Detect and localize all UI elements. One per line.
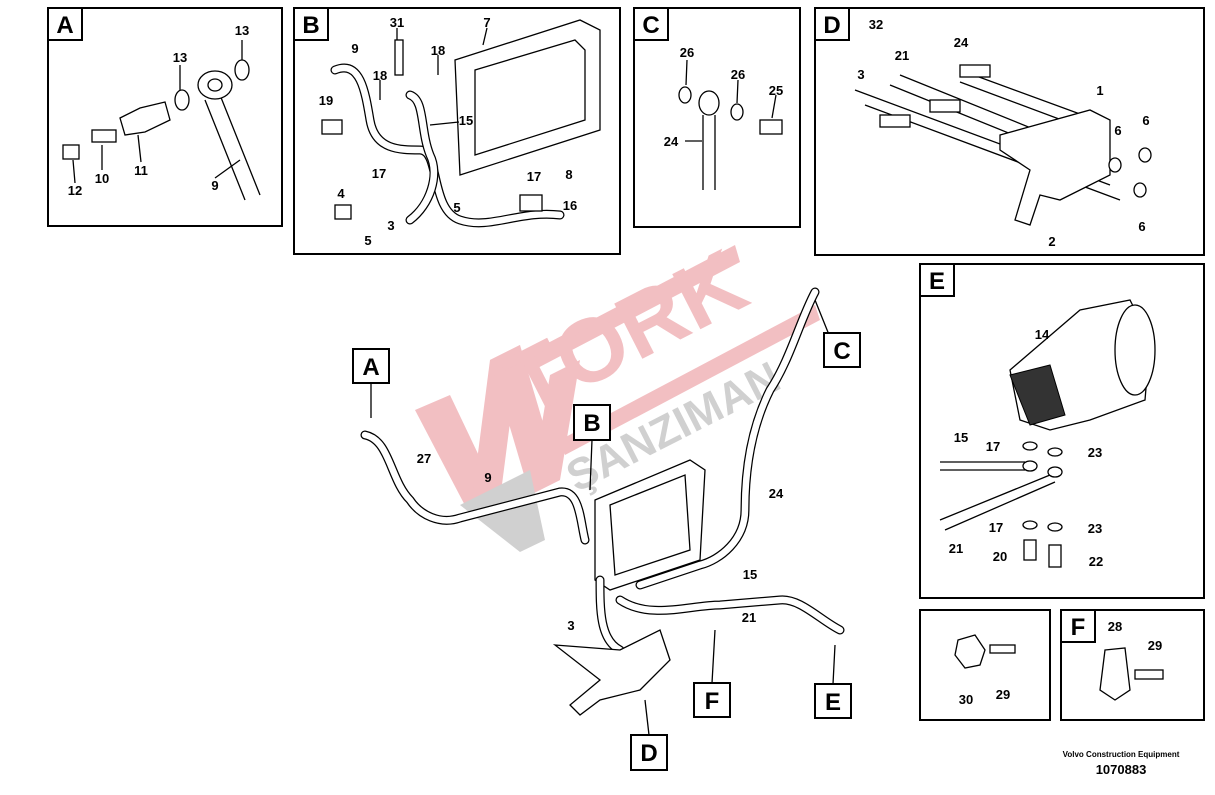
callout-number: 14 [1035,327,1050,342]
callout-number: 13 [173,50,187,65]
panel-label-e: E [929,268,945,295]
callout-number: 12 [68,183,82,198]
callout-number: 6 [1142,113,1149,128]
callout-number: 22 [1089,554,1103,569]
callout-number: 15 [459,113,473,128]
main-assembly: A B C D E F 27 9 24 15 3 21 [352,287,861,771]
detail-panel-d: D 32 24 21 3 1 6 6 6 2 [814,7,1205,256]
view-label-e: E [825,689,841,716]
callout-number: 26 [731,67,745,82]
callout-number: 17 [372,166,386,181]
drawing-id: 1070883 [1095,762,1147,777]
callout-number: 32 [869,17,883,32]
callout-number: 3 [387,218,394,233]
callout-number: 26 [680,45,694,60]
view-label-f: F [705,688,720,715]
callout-number: 1 [1096,83,1103,98]
callout-number: 29 [1148,638,1162,653]
callout-number: 24 [664,134,679,149]
callout-number: 17 [989,520,1003,535]
callout-number: 19 [319,93,333,108]
view-label-a: A [362,354,379,381]
detail-panel-f: F 28 29 [1060,609,1205,721]
callout-number: 29 [996,687,1010,702]
callout-number: 31 [390,15,404,30]
view-reference-labels: A B C D E F [352,332,861,771]
view-label-d: D [640,740,657,767]
detail-panel-c: C 26 26 25 24 [633,7,801,228]
view-label-b: B [583,410,600,437]
detail-panel-b: B 31 7 9 18 18 19 15 17 5 17 8 4 16 5 3 [293,7,621,255]
panel-label-f: F [1071,614,1086,641]
callout-number: 3 [857,67,864,82]
callout-number: 18 [373,68,387,83]
callout-number: 11 [134,163,148,178]
callout-number: 24 [769,486,784,501]
callout-number: 6 [1114,123,1121,138]
detail-panel-e: E 14 15 17 23 21 17 23 20 22 [919,263,1205,599]
callout-number: 5 [364,233,371,248]
callout-number: 2 [1048,234,1055,249]
callout-number: 3 [567,618,574,633]
callout-number: 15 [743,567,757,582]
callout-number: 9 [484,470,491,485]
callouts: 31 7 9 18 18 19 15 17 5 17 8 4 16 5 3 [319,15,577,248]
view-label-c: C [833,338,850,365]
callout-number: 16 [563,198,577,213]
callout-number: 21 [949,541,963,556]
callout-number: 6 [1138,219,1145,234]
callout-number: 9 [351,41,358,56]
callout-number: 13 [235,23,249,38]
callout-number: 4 [337,186,345,201]
callout-number: 21 [742,610,756,625]
callout-number: 24 [954,35,969,50]
panel-label-d: D [823,12,840,39]
callout-number: 9 [211,178,218,193]
callouts: 13 13 12 10 11 9 [68,23,249,198]
footer-caption: Volvo Construction Equipment 1070883 [1062,750,1180,777]
callout-number: 23 [1088,445,1102,460]
callout-number: 28 [1108,619,1122,634]
callout-number: 25 [769,83,783,98]
callout-number: 17 [527,169,541,184]
callout-number: 10 [95,171,109,186]
callout-number: 21 [895,48,909,63]
panel-label-box [47,7,83,41]
panel-label-a: A [56,12,73,39]
callout-number: 5 [453,200,460,215]
callout-number: 7 [483,15,490,30]
callout-number: 30 [959,692,973,707]
company-name: Volvo Construction Equipment [1062,750,1180,759]
callout-number: 20 [993,549,1007,564]
panel-label-b: B [302,12,319,39]
detail-panel-a: A 13 13 12 10 11 9 [47,7,283,227]
callout-number: 27 [417,451,431,466]
callout-number: 18 [431,43,445,58]
callout-number: 8 [565,167,572,182]
callout-number: 23 [1088,521,1102,536]
callout-number: 15 [954,430,968,445]
callout-number: 17 [986,439,1000,454]
panel-label-c: C [642,12,659,39]
detail-panel-clamp: 30 29 [919,609,1051,721]
